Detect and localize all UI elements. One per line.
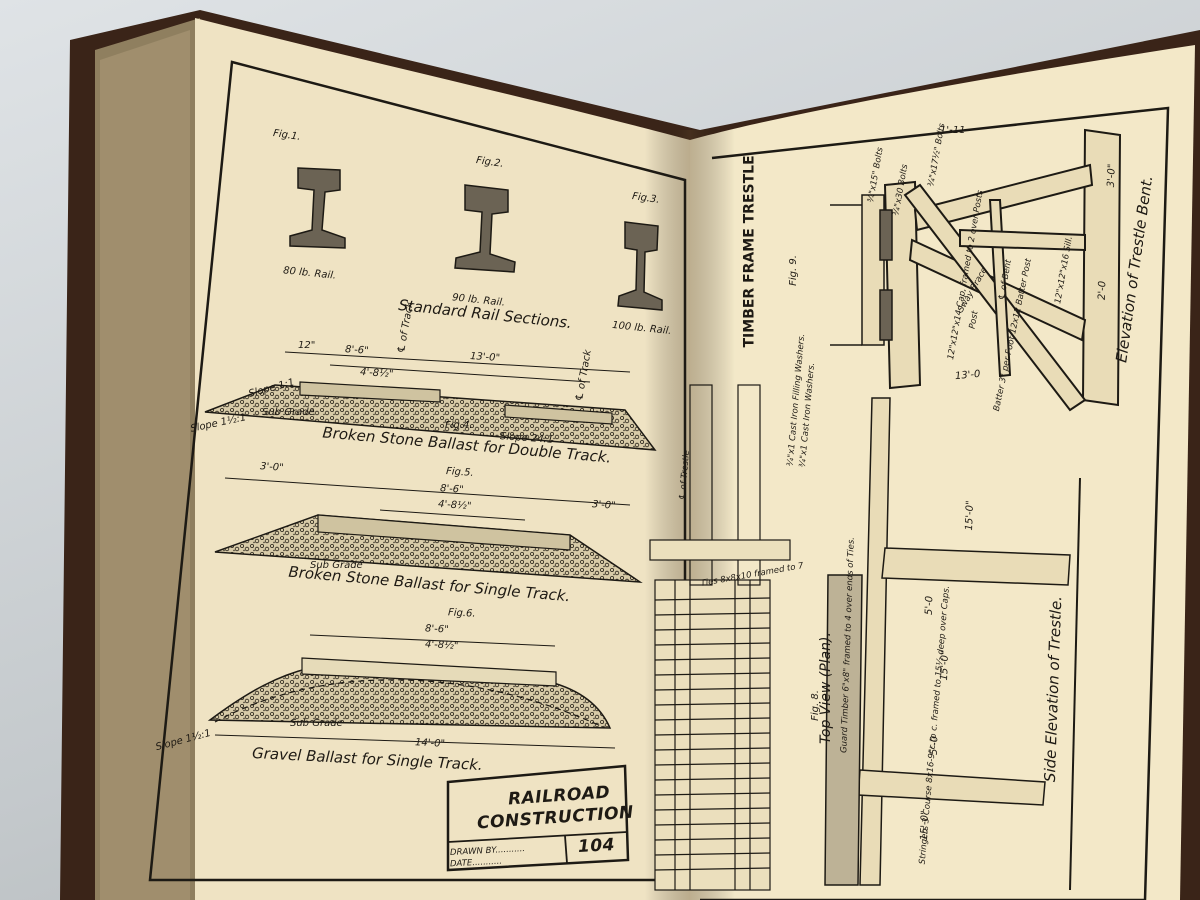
title-block	[446, 764, 630, 872]
dim-13-0: 13'-0"	[469, 350, 501, 365]
right-page	[690, 45, 1195, 900]
dim-8-6: 8'-6"	[344, 344, 370, 357]
dim-3-0-r: 3'-0"	[1105, 163, 1118, 188]
trestle-side-drawing	[824, 397, 1081, 891]
right-frame	[700, 106, 1170, 900]
dim-12: 12"	[298, 340, 316, 351]
fig5-label: Fig.5.	[445, 466, 474, 479]
rail-100-section	[617, 221, 663, 311]
top-view-caption: Top View (Plan).	[817, 632, 834, 744]
dim-13-0-r: 13'-0	[954, 368, 981, 383]
trestle-bent-drawing	[883, 128, 1122, 412]
rail-80-section	[289, 167, 346, 249]
dim-15-0-c: 15'-0"	[919, 810, 932, 841]
sub-grade-label-3: Sub Grade	[290, 718, 343, 729]
dim-3-0-b: 3'-0"	[591, 499, 617, 512]
fig9-label: Fig. 9.	[787, 255, 799, 286]
double-track-ballast	[204, 384, 657, 451]
dim-5-0-a: 5'-0	[923, 595, 936, 616]
dim-15-0-a: 15'-0"	[964, 500, 977, 531]
dim-4-8: 4'-8½"	[359, 366, 394, 381]
rail-90-section	[454, 184, 516, 273]
dim-4-8-c: 4'-8½"	[424, 639, 459, 652]
dim-2-0-r: 2'-0	[1096, 280, 1109, 301]
title-number: 104	[577, 835, 616, 857]
sub-grade-label-1: Sub Grade	[262, 407, 315, 418]
dim-8-6-b: 8'-6"	[439, 483, 465, 496]
fig8-label: Fig. 8.	[809, 690, 821, 721]
sub-grade-label-2: Sub Grade	[310, 560, 363, 571]
trestle-plan-drawing	[649, 384, 791, 891]
dim-3-0-a: 3'-0"	[259, 461, 285, 474]
trestle-heading: TIMBER FRAME TRESTLE	[741, 155, 758, 348]
dim-1-11: 1'-11	[940, 125, 966, 136]
dim-15-0-b: 15'-0"	[939, 650, 952, 681]
dim-5-0-b: 5'-0	[928, 735, 941, 756]
dim-14-0: 14'-0"	[414, 737, 446, 750]
dim-4-8-b: 4'-8½"	[437, 498, 472, 513]
fig6-label: Fig.6.	[447, 607, 476, 620]
fig4-label: Fig.4.	[445, 420, 473, 431]
dim-8-6-c: 8'-6"	[424, 623, 449, 636]
